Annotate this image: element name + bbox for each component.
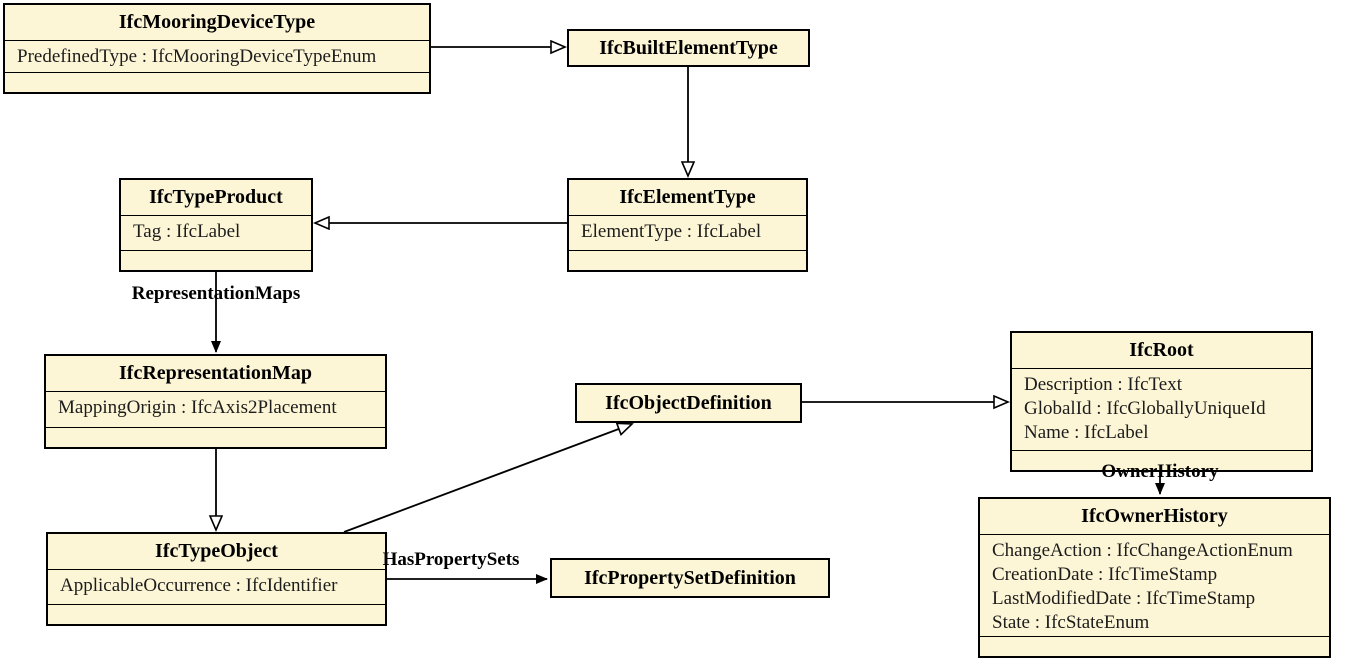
association-label-representationmaps: RepresentationMaps [131, 283, 301, 304]
class-box-ifctypeobject[interactable]: IfcTypeObject ApplicableOccurrence : Ifc… [46, 532, 387, 626]
attribute: Name : IfcLabel [1024, 422, 1149, 443]
class-title: IfcTypeObject [48, 534, 385, 570]
class-title: IfcMooringDeviceType [5, 5, 429, 41]
class-box-ifcpropertysetdefinition[interactable]: IfcPropertySetDefinition [550, 558, 830, 598]
class-attributes: Tag : IfcLabel [121, 216, 311, 251]
class-footer [1012, 451, 1311, 470]
attribute: Tag : IfcLabel [133, 221, 241, 242]
class-title: IfcTypeProduct [121, 180, 311, 216]
class-footer [980, 637, 1329, 656]
class-footer [5, 73, 429, 92]
class-attributes: ElementType : IfcLabel [569, 216, 806, 251]
class-title: IfcBuiltElementType [599, 36, 778, 59]
class-box-ifcbuiltelementtype[interactable]: IfcBuiltElementType [567, 29, 810, 67]
attribute: ChangeAction : IfcChangeActionEnum [992, 540, 1293, 561]
class-attributes: ApplicableOccurrence : IfcIdentifier [48, 570, 385, 605]
attribute: CreationDate : IfcTimeStamp [992, 564, 1218, 585]
class-box-ifctypeproduct[interactable]: IfcTypeProduct Tag : IfcLabel [119, 178, 313, 272]
attribute: GlobalId : IfcGloballyUniqueId [1024, 398, 1266, 419]
class-box-ifcrepresentationmap[interactable]: IfcRepresentationMap MappingOrigin : Ifc… [44, 354, 387, 449]
class-attributes: Description : IfcText GlobalId : IfcGlob… [1012, 369, 1311, 451]
class-footer [48, 605, 385, 624]
class-footer [46, 428, 385, 447]
class-title: IfcRepresentationMap [46, 356, 385, 392]
class-title: IfcOwnerHistory [980, 499, 1329, 535]
class-title: IfcObjectDefinition [605, 391, 772, 414]
association-label-haspropertysets: HasPropertySets [382, 549, 520, 570]
attribute: ElementType : IfcLabel [581, 221, 762, 242]
class-attributes: MappingOrigin : IfcAxis2Placement [46, 392, 385, 428]
attribute: PredefinedType : IfcMooringDeviceTypeEnu… [17, 46, 377, 67]
class-footer [569, 251, 806, 270]
attribute: ApplicableOccurrence : IfcIdentifier [60, 575, 338, 596]
class-title: IfcPropertySetDefinition [584, 566, 796, 589]
class-title: IfcElementType [569, 180, 806, 216]
class-attributes: ChangeAction : IfcChangeActionEnum Creat… [980, 535, 1329, 637]
attribute: MappingOrigin : IfcAxis2Placement [58, 397, 337, 418]
attribute: LastModifiedDate : IfcTimeStamp [992, 588, 1256, 609]
attribute: State : IfcStateEnum [992, 612, 1150, 633]
class-box-ifcmooringdevicetype[interactable]: IfcMooringDeviceType PredefinedType : If… [3, 3, 431, 94]
inheritance-edge-typeobject-to-objectdefinition [343, 424, 632, 533]
class-box-ifcobjectdefinition[interactable]: IfcObjectDefinition [575, 383, 802, 423]
class-box-ifcroot[interactable]: IfcRoot Description : IfcText GlobalId :… [1010, 331, 1313, 472]
class-title: IfcRoot [1012, 333, 1311, 369]
class-footer [121, 251, 311, 270]
attribute: Description : IfcText [1024, 374, 1183, 395]
class-attributes: PredefinedType : IfcMooringDeviceTypeEnu… [5, 41, 429, 73]
class-box-ifcelementtype[interactable]: IfcElementType ElementType : IfcLabel [567, 178, 808, 272]
class-box-ifcownerhistory[interactable]: IfcOwnerHistory ChangeAction : IfcChange… [978, 497, 1331, 658]
